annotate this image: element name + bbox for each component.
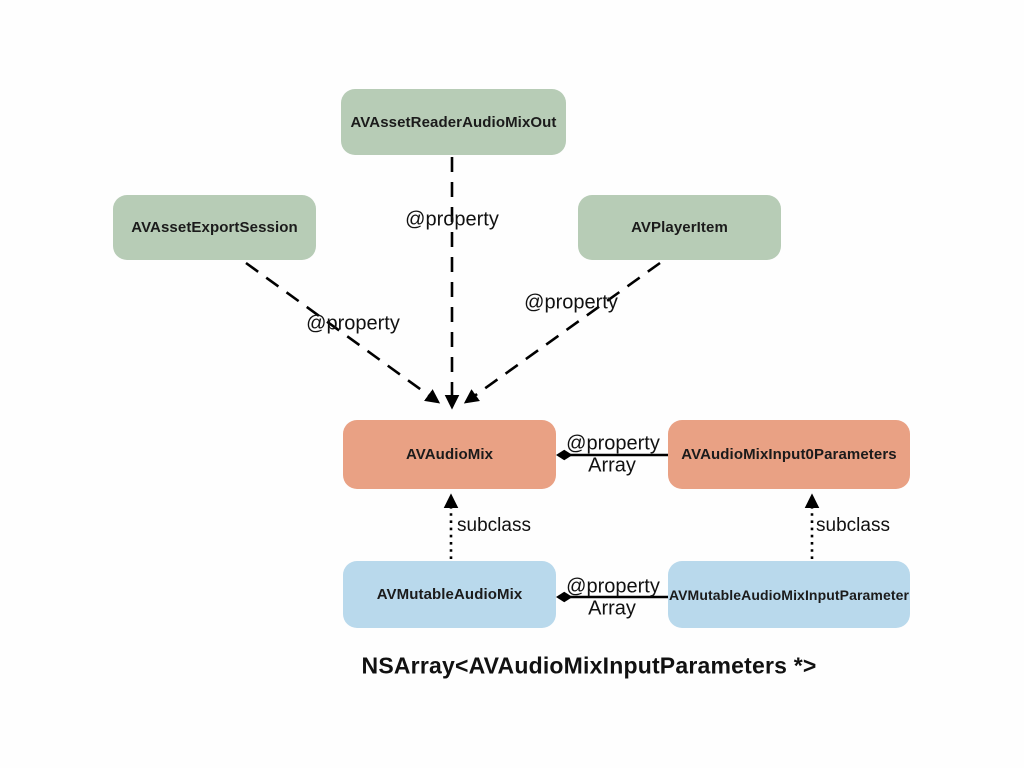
edge-player-to-audiomix (463, 261, 661, 404)
label-property-mix: @property (566, 432, 660, 455)
label-property-mutable: @property (566, 575, 660, 598)
node-avmutableaudiomix: AVMutableAudioMix (343, 561, 556, 628)
label-subclass-left: subclass (457, 515, 531, 536)
label-property-reader: @property (405, 208, 499, 231)
node-avassetreaderaudiomixout: AVAssetReaderAudioMixOut (341, 89, 566, 155)
node-avplayeritem: AVPlayerItem (578, 195, 781, 260)
label-property-export: @property (306, 312, 400, 335)
label-subclass-right: subclass (816, 515, 890, 536)
node-avmutableaudiomixinputparameter: AVMutableAudioMixInputParameter (668, 561, 910, 628)
label-property-player: @property (524, 291, 618, 314)
label-array-mix: Array (588, 454, 636, 477)
node-avaudiomixinputparameters: AVAudioMixInput0Parameters (668, 420, 910, 489)
nsarray-caption: NSArray<AVAudioMixInputParameters *> (361, 652, 817, 679)
node-avaudiomix: AVAudioMix (343, 420, 556, 489)
label-array-mutable: Array (588, 597, 636, 620)
node-avassetexportsession: AVAssetExportSession (113, 195, 316, 260)
